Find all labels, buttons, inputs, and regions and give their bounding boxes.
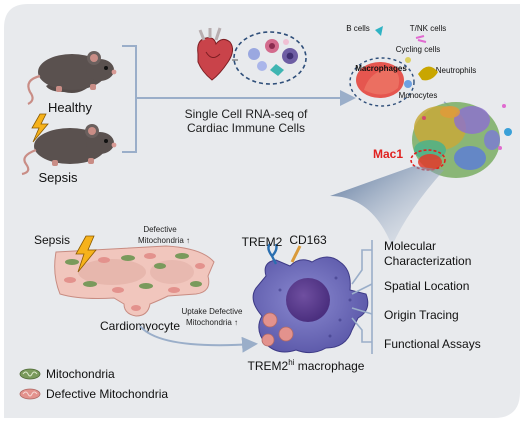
defective-mito-label-1: Defective xyxy=(143,225,177,234)
trem2-label: TREM2 xyxy=(242,235,283,249)
uptake-label-1: Uptake Defective xyxy=(182,307,243,316)
zoom-beam xyxy=(330,166,444,246)
healthy-label: Healthy xyxy=(48,100,93,115)
t-nk-cells-glyph xyxy=(415,35,427,43)
legend: Mitochondria Defective Mitochondria xyxy=(19,367,168,401)
heart-icon xyxy=(197,27,234,81)
method-line2: Cardiac Immune Cells xyxy=(187,121,305,135)
healthy-mouse-icon xyxy=(27,51,117,105)
b-cells-glyph xyxy=(375,26,383,36)
cardiomyocyte-icon xyxy=(54,245,215,317)
monocytes-label: Monocytes xyxy=(399,91,438,100)
analysis-4-label: Functional Assays xyxy=(384,337,481,351)
dissociated-cells-circle xyxy=(233,31,307,85)
cd163-receptor-icon xyxy=(290,245,302,263)
cd163-label: CD163 xyxy=(289,233,327,247)
uptake-arrow xyxy=(139,325,258,353)
t-nk-cells-label: T/NK cells xyxy=(410,24,446,33)
mitochondria-legend-label: Mitochondria xyxy=(46,367,115,381)
trem2-macrophage-icon xyxy=(252,256,369,354)
umap-cluster-plot xyxy=(412,102,512,178)
cardio-sepsis-label: Sepsis xyxy=(34,233,70,247)
sepsis-label: Sepsis xyxy=(38,170,78,185)
analysis-branch-2 xyxy=(351,283,373,295)
cell-type-schematic xyxy=(349,57,415,107)
analysis-branch-4 xyxy=(351,317,372,343)
defective-mitochondria-legend-icon xyxy=(19,388,41,400)
analysis-1-line2: Characterization xyxy=(384,254,471,268)
mac1-label: Mac1 xyxy=(373,147,403,161)
cycling-cells-glyph xyxy=(405,57,411,63)
trem2-receptor-icon xyxy=(267,243,278,265)
cardio-lightning-icon xyxy=(75,235,97,273)
analysis-1-line1: Molecular xyxy=(384,239,436,253)
trem2hi-macrophage-label: TREM2hi macrophage xyxy=(248,358,365,373)
neutrophils-glyph xyxy=(418,66,438,81)
defective-mitochondria-legend-label: Defective Mitochondria xyxy=(46,387,168,401)
analysis-3-label: Origin Tracing xyxy=(384,308,459,322)
sepsis-lightning-icon xyxy=(31,113,49,143)
macrophages-label: Macrophages xyxy=(355,64,407,73)
method-line1: Single Cell RNA-seq of xyxy=(185,107,308,121)
neutrophils-label: Neutrophils xyxy=(436,66,476,75)
analysis-branch-3 xyxy=(351,307,373,315)
analysis-2-label: Spatial Location xyxy=(384,279,469,293)
cycling-cells-label: Cycling cells xyxy=(396,45,440,54)
monocytes-glyph xyxy=(404,80,412,88)
b-cells-label: B cells xyxy=(346,24,370,33)
analysis-branch-1 xyxy=(351,249,372,285)
sepsis-mouse-icon xyxy=(21,124,117,176)
uptake-label-2: Mitochondria ↑ xyxy=(186,318,238,327)
mitochondria-legend-icon xyxy=(19,368,41,380)
immune-cells-icon xyxy=(248,39,298,76)
defective-mito-label-2: Mitochondria ↑ xyxy=(138,236,190,245)
